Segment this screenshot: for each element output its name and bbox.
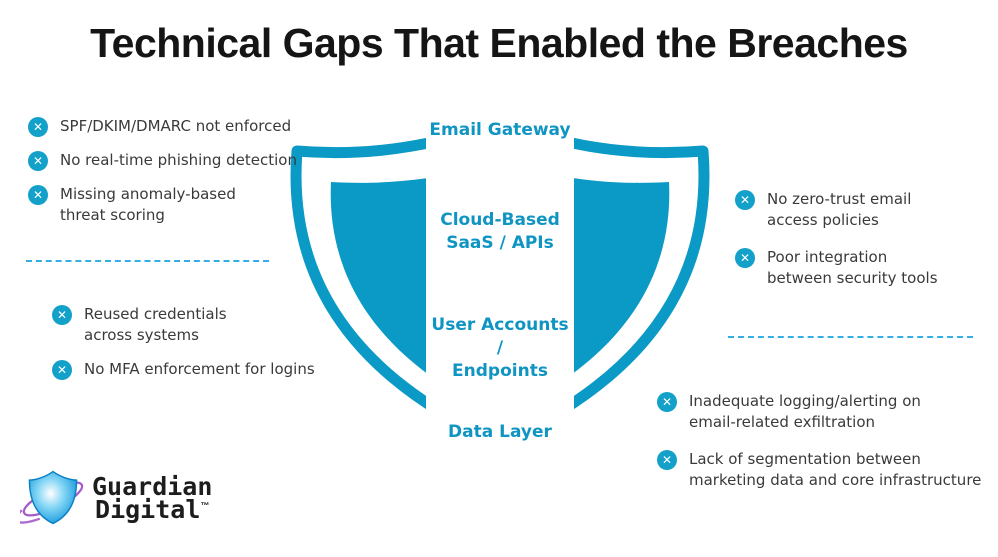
logo-shield-shape [28, 470, 78, 525]
list-item: ✕ No real-time phishing detection [28, 150, 297, 171]
right-bottom-bullet-group: ✕ Inadequate logging/alerting on email-r… [657, 391, 981, 491]
left-dashed-divider [26, 260, 269, 262]
bullet-text: Poor integration between security tools [767, 248, 938, 287]
x-circle-icon: ✕ [28, 117, 48, 137]
logo-wordmark: Guardian Digital™ [92, 471, 213, 524]
bullet-text: SPF/DKIM/DMARC not enforced [60, 117, 292, 135]
list-item: ✕ Poor integration between security tool… [735, 247, 938, 289]
bullet-text: Missing anomaly-based threat scoring [60, 185, 236, 224]
x-circle-icon: ✕ [52, 360, 72, 380]
shield-graphic [290, 113, 710, 451]
logo-word-guardian: Guardian [92, 471, 213, 501]
list-item: ✕ Lack of segmentation between marketing… [657, 449, 981, 491]
x-circle-icon: ✕ [657, 392, 677, 412]
bullet-text: No real-time phishing detection [60, 151, 297, 169]
left-bottom-bullet-group: ✕ Reused credentials across systems ✕ No… [52, 304, 315, 380]
list-item: ✕ No zero-trust email access policies [735, 189, 938, 231]
bullet-text: No zero-trust email access policies [767, 190, 912, 229]
guardian-digital-logo: Guardian Digital™ [20, 466, 212, 530]
x-circle-icon: ✕ [657, 450, 677, 470]
trademark-symbol: ™ [200, 500, 210, 511]
list-item: ✕ No MFA enforcement for logins [52, 359, 315, 380]
shield-layer-cloud-saas: Cloud-Based SaaS / APIs [440, 210, 560, 253]
shield-layer-data-layer: Data Layer [448, 422, 552, 442]
x-circle-icon: ✕ [735, 190, 755, 210]
logo-shield-icon [20, 470, 84, 525]
logo-orbit-front-arc [20, 509, 41, 524]
bullet-text: Inadequate logging/alerting on email-rel… [689, 392, 921, 431]
shield-layer-email-gateway: Email Gateway [429, 120, 571, 140]
x-circle-icon: ✕ [28, 151, 48, 171]
right-dashed-divider [728, 336, 973, 338]
list-item: ✕ Missing anomaly-based threat scoring [28, 184, 297, 226]
list-item: ✕ Inadequate logging/alerting on email-r… [657, 391, 981, 433]
bullet-text: Lack of segmentation between marketing d… [689, 450, 982, 489]
x-circle-icon: ✕ [735, 248, 755, 268]
list-item: ✕ Reused credentials across systems [52, 304, 315, 346]
shield-layer-user-accounts: User Accounts / Endpoints [431, 315, 569, 381]
x-circle-icon: ✕ [52, 305, 72, 325]
list-item: ✕ SPF/DKIM/DMARC not enforced [28, 116, 297, 137]
logo-word-digital: Digital™ [95, 495, 210, 524]
shield-center-band [426, 113, 574, 451]
x-circle-icon: ✕ [28, 185, 48, 205]
bullet-text: Reused credentials across systems [84, 305, 227, 344]
right-top-bullet-group: ✕ No zero-trust email access policies ✕ … [735, 189, 938, 289]
left-top-bullet-group: ✕ SPF/DKIM/DMARC not enforced ✕ No real-… [28, 116, 297, 226]
bullet-text: No MFA enforcement for logins [84, 360, 315, 378]
page-title: Technical Gaps That Enabled the Breaches [90, 20, 908, 66]
